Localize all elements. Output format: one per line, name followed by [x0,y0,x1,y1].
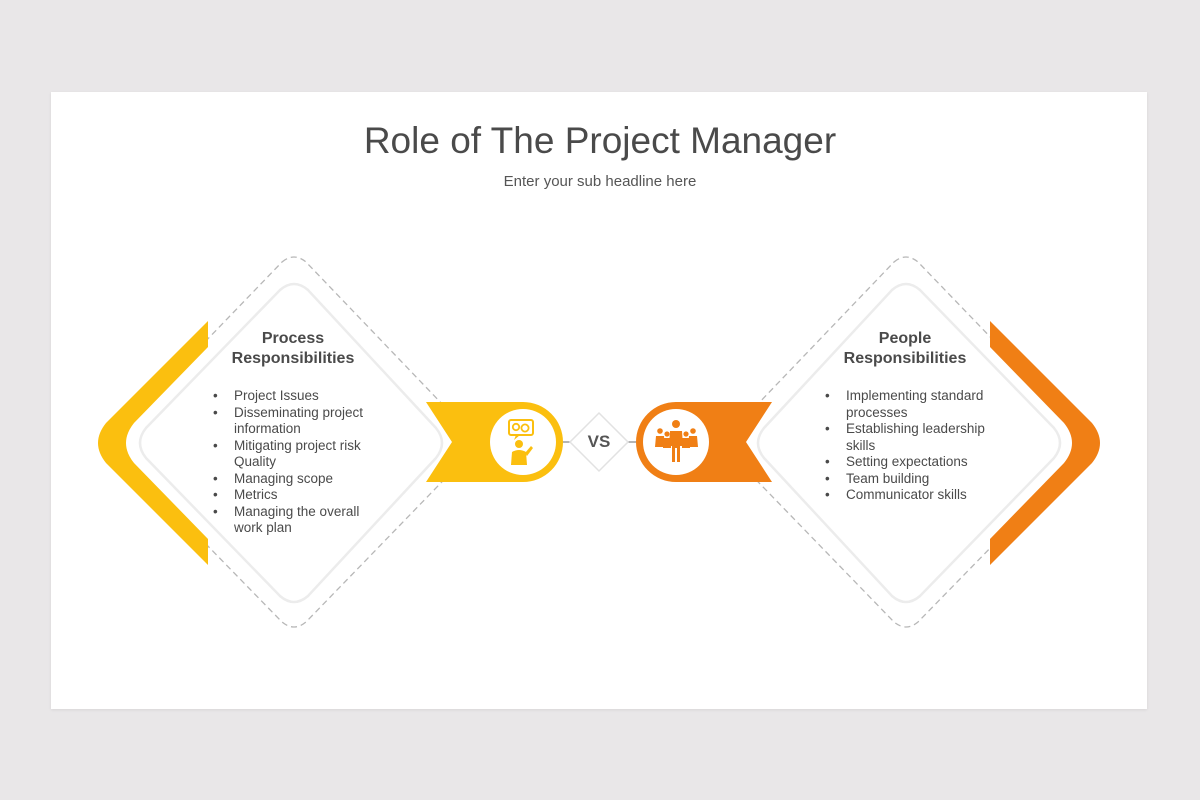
left-icon-circle [490,409,556,475]
presenter-gears-icon [508,419,534,465]
team-leader-icon [655,420,698,462]
list-item: Managing the overall work plan [213,504,381,537]
page-subtitle: Enter your sub headline here [503,173,697,190]
list-item: Implementing standard processes [825,388,987,421]
left-panel-title: Process Responsibilities [193,329,393,369]
vs-label: VS [587,432,611,451]
left-panel-title-line2: Responsibilities [231,350,355,367]
right-panel-title-line2: Responsibilities [843,350,967,367]
left-panel-list: Project Issues Disseminating project inf… [213,388,381,537]
list-item: Mitigating project risk Quality [213,438,381,471]
left-connector [426,402,576,482]
left-diamond-dashed-outline [113,256,474,628]
left-accent-bracket [98,321,208,565]
list-item: Setting expectations [825,454,987,471]
list-item: Team building [825,471,987,488]
right-diamond-dashed-outline [726,256,1087,628]
list-item: Disseminating project information [213,405,381,438]
right-panel-title: People Responsibilities [805,329,1005,369]
list-item: Managing scope [213,471,381,488]
list-item: Project Issues [213,388,381,405]
list-item: Communicator skills [825,487,987,504]
right-panel-title-line1: People [878,330,932,347]
right-panel-list: Implementing standard processes Establis… [825,388,987,504]
right-accent-bracket [990,321,1100,565]
right-connector [622,402,772,482]
vs-diamond [568,411,630,473]
page-title: Role of The Project Manager [363,120,837,161]
left-panel-title-line1: Process [261,330,325,347]
list-item: Metrics [213,487,381,504]
list-item: Establishing leadership skills [825,421,987,454]
